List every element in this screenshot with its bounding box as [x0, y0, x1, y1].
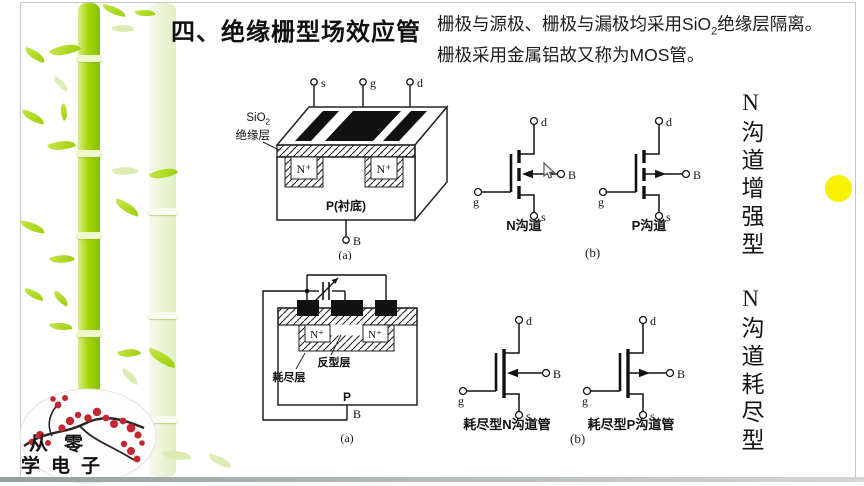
bulk-arrow-in — [522, 169, 533, 179]
drain-electrode — [383, 111, 427, 141]
bulk-arrow-in — [507, 368, 518, 378]
intro-text: 栅极与源极、栅极与漏极均采用SiO2绝缘层隔离。 栅极采用金属铝故又称为MOS管… — [437, 13, 857, 67]
terminal-g-label: g — [370, 76, 376, 90]
gate-electrode — [325, 111, 401, 141]
logo-text-row1: 从零 — [29, 433, 99, 455]
terminal-d-label: d — [650, 314, 656, 328]
terminal-s-label: s — [666, 210, 671, 224]
side-label-enhancement: N沟道增强型 — [738, 90, 763, 260]
symbol-label-depletion-n: 耗尽型N沟道管 — [463, 417, 550, 432]
n-plus-region-label: N⁺ — [377, 162, 392, 176]
gate-contact — [331, 300, 363, 316]
caption-b-top: (b) — [585, 245, 601, 260]
sio2-subscript: 2 — [711, 25, 718, 38]
terminal-d-label: d — [541, 115, 547, 129]
bamboo-node — [76, 232, 102, 239]
symbol-label-depletion-p: 耗尽型P沟道管 — [588, 417, 675, 432]
terminal-s-label: s — [526, 409, 531, 423]
n-plus-region-label: N⁺ — [297, 162, 312, 176]
inversion-layer-label: 反型层 — [318, 355, 351, 369]
bulk-arrow-out — [639, 368, 650, 378]
page-title: 四、绝缘栅型场效应管 — [171, 19, 421, 46]
inversion-layer — [330, 324, 363, 336]
bottom-divider-bar — [0, 477, 864, 482]
oxide-layer — [276, 144, 416, 158]
bamboo-stalk — [78, 3, 100, 477]
symbol-label-p-channel: P沟道 — [632, 218, 667, 233]
bamboo-node — [147, 312, 178, 319]
caption-b-bottom: (b) — [570, 431, 586, 446]
terminal-d-label: d — [526, 314, 532, 328]
yellow-dot-marker — [825, 175, 852, 202]
terminal-d-label: d — [417, 76, 423, 90]
terminal-g-label: g — [582, 394, 588, 408]
intro-line-2: 栅极采用金属铝故又称为MOS管。 — [437, 44, 705, 65]
n-plus-region-label: N⁺ — [368, 329, 382, 341]
substrate-label: P(衬底) — [326, 198, 366, 213]
bulk-arrow-out — [655, 169, 666, 179]
terminal-s-label: s — [650, 409, 655, 423]
source-contact — [297, 300, 319, 316]
terminal-b-label: B — [677, 367, 685, 381]
bamboo-node — [147, 208, 178, 215]
bamboo-stalk-pale — [149, 3, 176, 477]
terminal-b-label: B — [693, 168, 701, 182]
symbol-label-n-channel: N沟道 — [506, 218, 541, 233]
intro-line-1: 栅极与源极、栅极与漏极均采用SiO2绝缘层隔离。 — [437, 14, 823, 38]
terminal-s-label: s — [541, 210, 546, 224]
terminal-b-label: B — [353, 407, 361, 421]
mosfet-3d-structure-diagram: s g d N⁺ N⁺ P(衬底) B (a) — [262, 76, 449, 260]
terminal-g-label: g — [598, 195, 604, 209]
depletion-structure-diagram: N⁺ N⁺ 反型层 耗尽层 P B (a) — [262, 274, 418, 445]
blossom-flowers — [28, 395, 145, 463]
nmos-enhancement-symbol: d s B g N沟道 — [473, 115, 576, 233]
adjustable-arrow — [331, 278, 338, 284]
terminal-b-label: B — [353, 234, 361, 248]
terminal-g-label: g — [458, 394, 464, 408]
mouse-cursor — [543, 162, 556, 179]
pmos-depletion-symbol: d s B g 耗尽型P沟道管 — [582, 314, 685, 432]
bamboo-node — [76, 55, 102, 62]
oxide-layer-label: SiO2 绝缘层 — [235, 112, 271, 143]
terminal-s-label: s — [321, 76, 326, 90]
depletion-layer-label: 耗尽层 — [273, 370, 306, 384]
source-electrode — [295, 111, 339, 141]
side-label-depletion: N沟道耗尽型 — [738, 286, 763, 456]
nmos-depletion-symbol: d s B g 耗尽型N沟道管 — [458, 314, 561, 432]
channel-logo: 从零 学电子 — [19, 388, 157, 484]
drain-contact — [375, 300, 397, 316]
bamboo-node — [147, 416, 178, 423]
pmos-enhancement-symbol: d s B g P沟道 — [598, 115, 701, 233]
caption-a-bottom: (a) — [340, 431, 353, 445]
terminal-d-label: d — [666, 115, 672, 129]
bamboo-node — [76, 150, 102, 157]
bamboo-node — [76, 330, 102, 337]
logo-text-row2: 学电子 — [21, 454, 111, 477]
n-plus-region-label: N⁺ — [310, 329, 324, 341]
caption-a-top: (a) — [338, 248, 351, 260]
terminal-b-label: B — [553, 367, 561, 381]
substrate-label: P — [343, 390, 351, 404]
terminal-b-label: B — [568, 168, 576, 182]
terminal-g-label: g — [473, 195, 479, 209]
